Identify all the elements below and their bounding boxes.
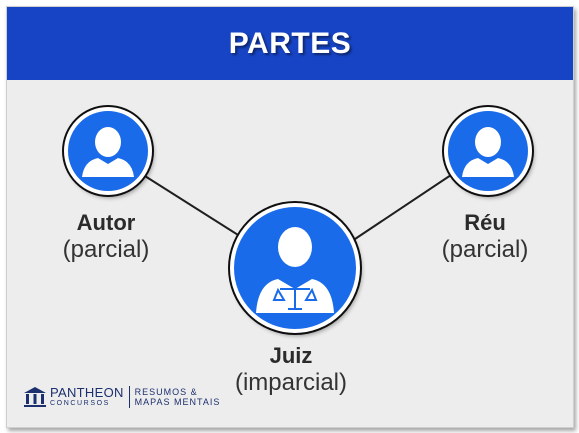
juiz-role: (imparcial) (234, 369, 347, 396)
connector-lines (136, 170, 458, 248)
connector-autor-juiz (136, 170, 258, 248)
person-icon (462, 127, 514, 177)
label-reu: Réu (parcial) (423, 210, 547, 264)
brand-divider (128, 386, 130, 408)
brand-tag-line2: MAPAS MENTAIS (134, 397, 221, 407)
connector-reu-juiz (342, 170, 458, 248)
brand-wordmark: PANTHEON CONCURSOS (50, 386, 124, 408)
reu-name: Réu (464, 210, 506, 235)
temple-icon (24, 387, 46, 407)
node-reu (444, 107, 532, 195)
autor-role: (parcial) (62, 236, 150, 263)
header-bar: PARTES (7, 7, 573, 80)
brand-logo: PANTHEON CONCURSOS RESUMOS & MAPAS MENTA… (23, 383, 220, 411)
brand-tagline: RESUMOS & MAPAS MENTAIS (135, 387, 221, 407)
node-juiz (230, 203, 360, 333)
brand-name: PANTHEON (50, 385, 124, 400)
judge-scales-icon (256, 227, 334, 313)
person-icon (82, 127, 134, 177)
node-autor (64, 107, 152, 195)
label-autor: Autor (parcial) (44, 210, 168, 264)
brand-sub: CONCURSOS (50, 400, 110, 407)
label-juiz: Juiz (imparcial) (211, 343, 371, 397)
reu-role: (parcial) (441, 236, 529, 263)
brand-tag-line1: RESUMOS & (134, 387, 198, 397)
juiz-name: Juiz (269, 343, 313, 368)
page-title: PARTES (228, 26, 352, 60)
autor-name: Autor (76, 210, 136, 235)
diagram-card: PARTES Autor (parcial) Réu (parcial) (6, 6, 574, 428)
